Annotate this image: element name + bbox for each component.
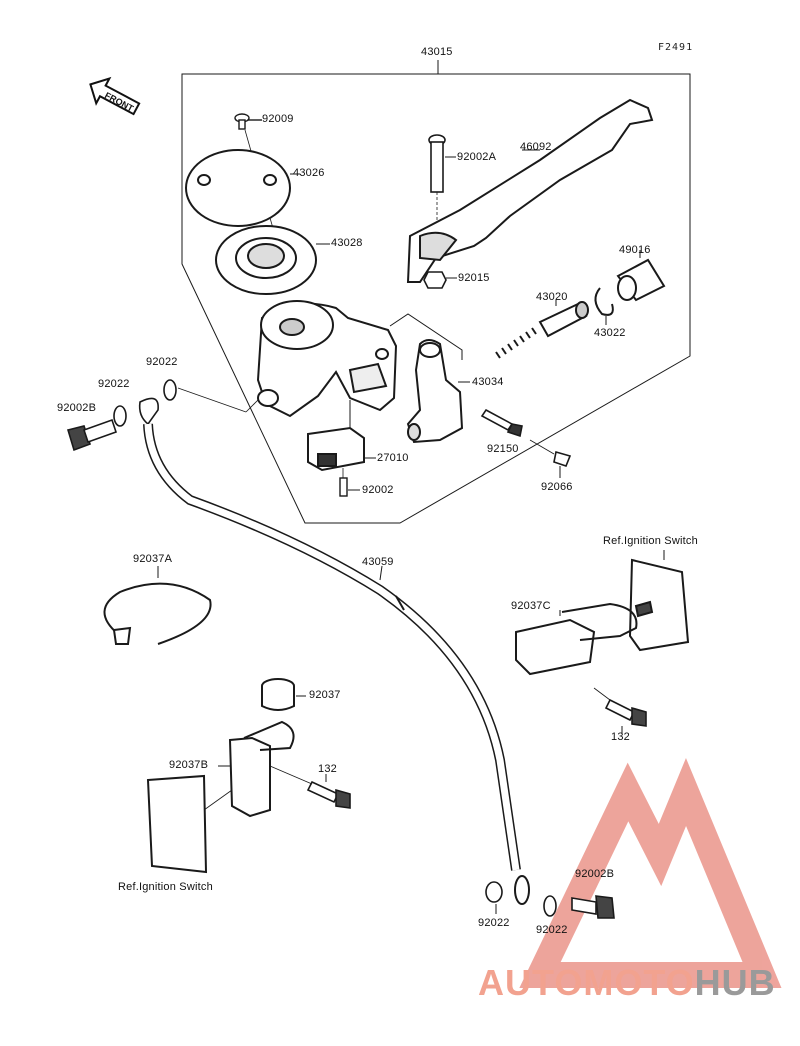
switch-bracket-upper bbox=[515, 550, 690, 676]
reservoir-cap bbox=[185, 149, 291, 227]
part-label-92002a: 92002A bbox=[457, 151, 497, 163]
dust-boot bbox=[616, 250, 666, 302]
part-label-92002: 92002 bbox=[362, 484, 394, 496]
brake-light-switch bbox=[307, 400, 365, 472]
part-label-43034: 43034 bbox=[472, 376, 504, 388]
watermark-text: AUTOMOTOHUB bbox=[478, 962, 776, 1004]
part-label-92002b-right: 92002B bbox=[575, 868, 615, 880]
part-label-92002b-left: 92002B bbox=[57, 402, 97, 414]
part-label-43026: 43026 bbox=[293, 167, 325, 179]
diaphragm bbox=[215, 225, 317, 295]
ref-ignition-switch-bottom: Ref.Ignition Switch bbox=[118, 881, 213, 893]
bolt-cap bbox=[529, 439, 572, 478]
pivot-nut bbox=[423, 271, 457, 289]
part-label-92037b: 92037B bbox=[169, 759, 209, 771]
part-label-132-lower: 132 bbox=[318, 763, 337, 775]
watermark-part1: AUTOMOTO bbox=[478, 962, 695, 1003]
small-screw bbox=[339, 468, 360, 497]
pivot-bolt bbox=[428, 134, 456, 222]
part-label-92037a: 92037A bbox=[133, 553, 173, 565]
part-label-49016: 49016 bbox=[619, 244, 651, 256]
bolt-132-upper bbox=[593, 687, 647, 734]
part-label-27010: 27010 bbox=[377, 452, 409, 464]
bolt-132-lower bbox=[269, 765, 351, 809]
part-label-92022-left: 92022 bbox=[98, 378, 130, 390]
front-arrow-icon: FRONT bbox=[89, 76, 141, 116]
watermark-part2: HUB bbox=[694, 962, 776, 1003]
banjo-bolt-left bbox=[66, 379, 259, 452]
part-label-92037: 92037 bbox=[309, 689, 341, 701]
switch-bracket-lower bbox=[146, 678, 306, 874]
banjo-bolt-right bbox=[485, 881, 615, 919]
part-label-92022-lower-left: 92022 bbox=[478, 917, 510, 929]
assembly-outline bbox=[181, 73, 691, 524]
part-label-92015: 92015 bbox=[458, 272, 490, 284]
circlip bbox=[594, 287, 614, 325]
part-label-92066: 92066 bbox=[541, 481, 573, 493]
brake-lever bbox=[406, 98, 654, 283]
watermark-logo bbox=[519, 758, 782, 988]
part-label-92037c: 92037C bbox=[511, 600, 551, 612]
ref-ignition-switch-top: Ref.Ignition Switch bbox=[603, 535, 698, 547]
part-label-92022-lower-right: 92022 bbox=[536, 924, 568, 936]
part-label-92009: 92009 bbox=[262, 113, 294, 125]
part-label-92022-upper: 92022 bbox=[146, 356, 178, 368]
part-label-132-upper: 132 bbox=[611, 731, 630, 743]
part-label-46092: 46092 bbox=[520, 141, 552, 153]
holder-bolt bbox=[480, 408, 523, 438]
hose-clamp bbox=[103, 566, 212, 645]
part-label-43059: 43059 bbox=[362, 556, 394, 568]
figure-code: F2491 bbox=[658, 42, 694, 53]
part-label-92150: 92150 bbox=[487, 443, 519, 455]
part-label-43022: 43022 bbox=[594, 327, 626, 339]
part-label-43015: 43015 bbox=[421, 46, 453, 58]
part-label-43028: 43028 bbox=[331, 237, 363, 249]
part-label-43020: 43020 bbox=[536, 291, 568, 303]
brake-hose bbox=[143, 423, 530, 905]
lever-holder bbox=[406, 339, 464, 444]
piston-assembly bbox=[495, 300, 589, 359]
master-cylinder-body bbox=[256, 300, 398, 418]
